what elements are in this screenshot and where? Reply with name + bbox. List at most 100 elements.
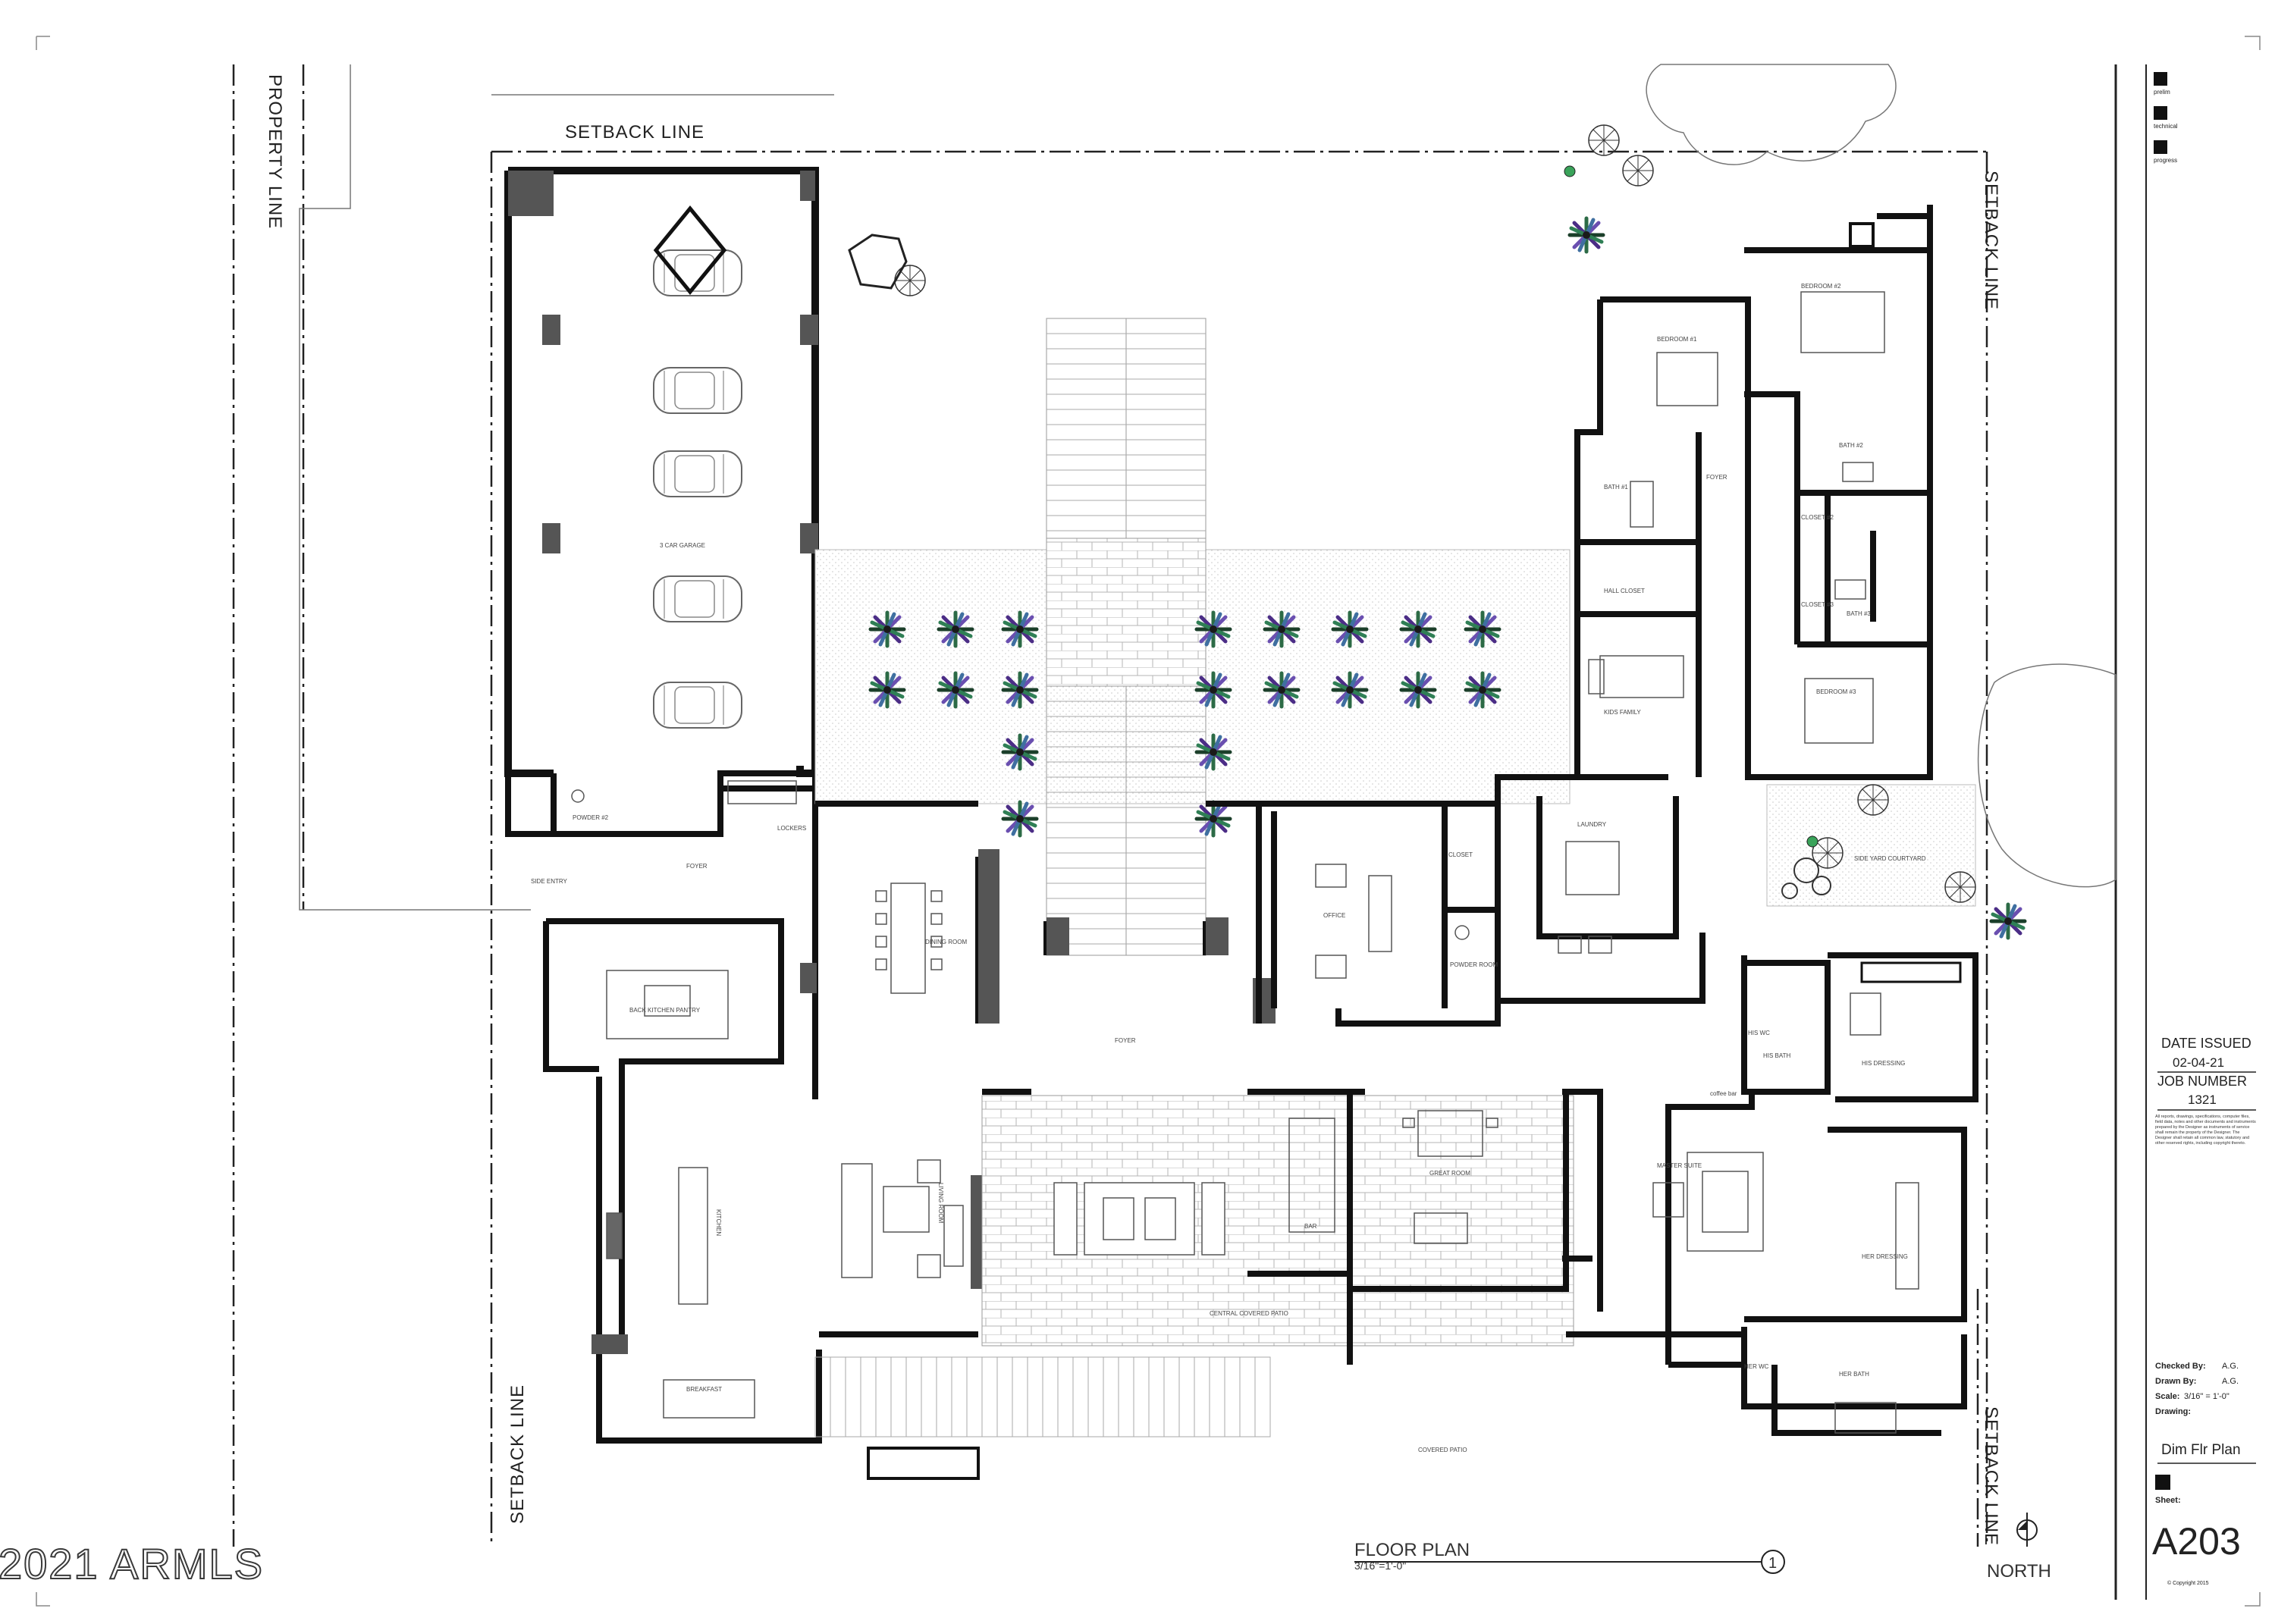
his-wc-label: HIS WC [1748, 1030, 1770, 1036]
closet-2-label: CLOSET #2 [1801, 514, 1834, 521]
office-label: OFFICE [1323, 912, 1345, 919]
foyer-wing-label: FOYER [1706, 474, 1727, 481]
side-yard-plants [894, 124, 1976, 903]
property-line-label: PROPERTY LINE [265, 74, 285, 229]
legal-notice: All reports, drawings, specifications, c… [2155, 1115, 2256, 1146]
legend-technical: technical [2154, 123, 2178, 130]
north-arrow-icon [2016, 1513, 2038, 1547]
living-room-label: LIVING ROOM [937, 1183, 944, 1224]
central-patio-label: CENTRAL COVERED PATIO [1210, 1310, 1288, 1317]
shrub [1806, 836, 1818, 848]
office-fixtures [1315, 841, 1620, 979]
side-yard-courtyard [1766, 784, 1976, 907]
side-entry-label: SIDE ENTRY [531, 878, 568, 885]
scale-label: Scale: [2155, 1392, 2179, 1401]
sheet-label: Sheet: [2155, 1496, 2181, 1505]
great-room-fixtures [1288, 1110, 1498, 1244]
drawn-by-label: Drawn By: [2155, 1377, 2196, 1386]
bedroom-fixtures [1588, 222, 1885, 744]
bar-label: BAR [1304, 1223, 1317, 1230]
date-issued-value: 02-04-21 [2173, 1055, 2224, 1070]
living-furniture [841, 1159, 964, 1278]
bedroom-2-label: BEDROOM #2 [1801, 283, 1841, 290]
bedroom-1-label: BEDROOM #1 [1657, 336, 1697, 343]
breakfast-label: BREAKFAST [686, 1386, 722, 1393]
checked-by-label: Checked By: [2155, 1362, 2206, 1371]
property-line [299, 64, 834, 911]
back-kitchen-label: BACK KITCHEN PANTRY [629, 1007, 701, 1014]
plan-title: FLOOR PLAN 3/16"=1'-0" 1 [1354, 1540, 1785, 1574]
entry-walkway [1046, 318, 1207, 956]
coffee-bar-label: coffee bar [1710, 1090, 1737, 1097]
checked-by-value: A.G. [2222, 1362, 2239, 1371]
plan-title-text: FLOOR PLAN [1354, 1540, 1470, 1560]
great-room-label: GREAT ROOM [1429, 1170, 1470, 1177]
bath-3-label: BATH #3 [1847, 610, 1871, 617]
master-fixtures [1652, 961, 1962, 1434]
landscape-boulder [848, 234, 908, 290]
hall-closet-label: HALL CLOSET [1604, 588, 1645, 594]
powder-room-label: POWDER ROOM [1450, 961, 1498, 968]
his-bath-label: HIS BATH [1763, 1052, 1791, 1059]
master-walls [1665, 952, 1978, 1436]
shrub [1564, 165, 1576, 177]
kids-family-label: KIDS FAMILY [1604, 709, 1641, 716]
side-yard-label: SIDE YARD COURTYARD [1854, 855, 1926, 862]
kitchen-label: KITCHEN [715, 1209, 722, 1236]
garage: 3 CAR GARAGE [504, 167, 819, 777]
wall-pier [800, 963, 817, 993]
bath-1-label: BATH #1 [1604, 484, 1628, 491]
setback-line-label-right-bottom: SETBACK LINE [1981, 1406, 2001, 1546]
her-dressing-label: HER DRESSING [1862, 1253, 1908, 1260]
sheet-number: A203 [2152, 1520, 2241, 1563]
covered-patio-label: COVERED PATIO [1418, 1447, 1467, 1453]
foyer-side-label: FOYER [686, 863, 708, 870]
west-wing-walls [505, 766, 978, 1444]
date-issued-label: DATE ISSUED [2161, 1036, 2251, 1051]
bath-2-label: BATH #2 [1839, 442, 1863, 449]
drawing-value: Dim Flr Plan [2161, 1442, 2241, 1458]
tree-canopy-north [1646, 64, 1897, 165]
his-dressing-label: HIS DRESSING [1862, 1060, 1905, 1067]
central-covered-patio [981, 1095, 1574, 1347]
job-number-value: 1321 [2188, 1093, 2217, 1107]
foyer-main-label: FOYER [1115, 1037, 1136, 1044]
her-wc-label: HER WC [1744, 1363, 1769, 1370]
great-room-walls [1247, 1089, 1744, 1365]
dining-room-label: DINING ROOM [925, 939, 967, 945]
title-block: prelim technical progress DATE ISSUED 02… [2152, 72, 2256, 1586]
plan-number: 1 [1768, 1555, 1777, 1572]
bedroom-3-label: BEDROOM #3 [1816, 688, 1856, 695]
her-bath-label: HER BATH [1839, 1371, 1869, 1378]
drawing-label: Drawing: [2155, 1407, 2191, 1416]
setback-lines [232, 64, 1988, 1547]
setback-line-label-right-top: SETBACK LINE [1981, 171, 2001, 310]
tree-canopy-east [1977, 663, 2117, 888]
dining-table [875, 883, 943, 994]
north-label: NORTH [1987, 1561, 2051, 1582]
closet-label: CLOSET [1448, 851, 1473, 858]
scale-value: 3/16" = 1'-0" [2184, 1392, 2230, 1401]
office-walls [1256, 774, 1705, 1027]
powder-2-label: POWDER #2 [573, 814, 609, 821]
setback-line-label-top: SETBACK LINE [565, 122, 704, 143]
bedroom-wing-walls [1574, 205, 1933, 780]
patio-seating [1053, 1182, 1225, 1256]
legend-progress: progress [2154, 157, 2177, 164]
legend-prelim: prelim [2154, 89, 2170, 96]
fire-feature [867, 1447, 980, 1480]
copyright-text: © Copyright 2015 [2167, 1580, 2209, 1586]
drawn-by-value: A.G. [2222, 1377, 2239, 1386]
closet-3-label: CLOSET #3 [1801, 601, 1834, 608]
lockers-label: LOCKERS [777, 825, 806, 832]
setback-line-label-left: SETBACK LINE [507, 1384, 528, 1524]
master-suite-label: MASTER SUITE [1657, 1162, 1702, 1169]
walkway-steps [1046, 333, 1206, 945]
west-wing-fixtures [571, 780, 797, 1419]
lower-steps [814, 1356, 1271, 1437]
job-number-label: JOB NUMBER [2157, 1074, 2247, 1089]
garage-label: 3 CAR GARAGE [660, 542, 705, 549]
laundry-label: LAUNDRY [1577, 821, 1607, 828]
armls-watermark: 2021 ARMLS [0, 1540, 264, 1588]
